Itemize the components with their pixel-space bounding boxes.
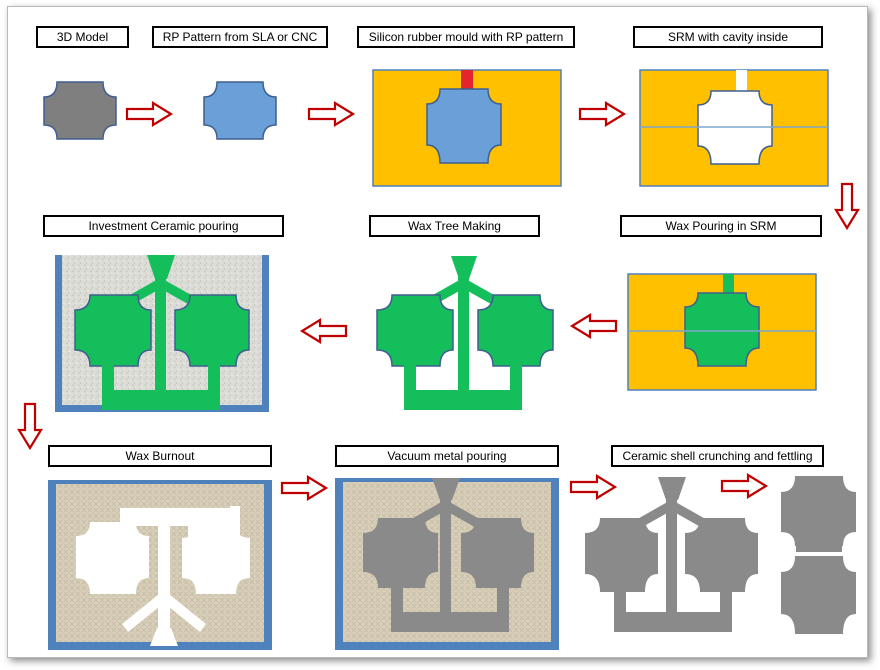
wax-tree [376, 256, 554, 410]
arrow-right-icon [125, 101, 173, 127]
3d-model-shape [43, 81, 117, 140]
final-casting-tree [585, 477, 758, 632]
srm-with-cavity [639, 69, 829, 187]
arrow-down-icon [17, 402, 43, 450]
arrow-left-icon [300, 318, 348, 344]
step-label-ceramic-crunching: Ceramic shell crunching and fettling [611, 445, 824, 467]
wax-pouring-in-srm [627, 273, 817, 391]
step-label-vacuum-metal: Vacuum metal pouring [335, 445, 559, 467]
rp-pattern-shape [203, 81, 277, 140]
step-label-rp-pattern: RP Pattern from SLA or CNC [152, 26, 328, 48]
arrow-right-icon [307, 101, 355, 127]
step-label-wax-pouring: Wax Pouring in SRM [620, 215, 822, 237]
wax-burnout-flask [48, 480, 272, 650]
step-label-silicon-mould: Silicon rubber mould with RP pattern [357, 26, 575, 48]
arrow-left-icon [570, 313, 618, 339]
arrow-right-icon [720, 473, 768, 499]
step-label-wax-tree: Wax Tree Making [369, 215, 540, 237]
step-label-srm-cavity: SRM with cavity inside [633, 26, 823, 48]
step-label-wax-burnout: Wax Burnout [48, 445, 272, 467]
step-label-investment-ceramic: Investment Ceramic pouring [43, 215, 284, 237]
step-label-3d-model: 3D Model [36, 26, 129, 48]
arrow-right-icon [280, 475, 328, 501]
arrow-right-icon [569, 474, 617, 500]
arrow-right-icon [578, 101, 626, 127]
vacuum-metal-pouring-flask [335, 478, 559, 650]
silicon-mould-with-pattern [372, 69, 562, 187]
investment-ceramic-flask [55, 255, 269, 412]
finished-parts [781, 476, 856, 634]
arrow-down-icon [834, 182, 860, 230]
